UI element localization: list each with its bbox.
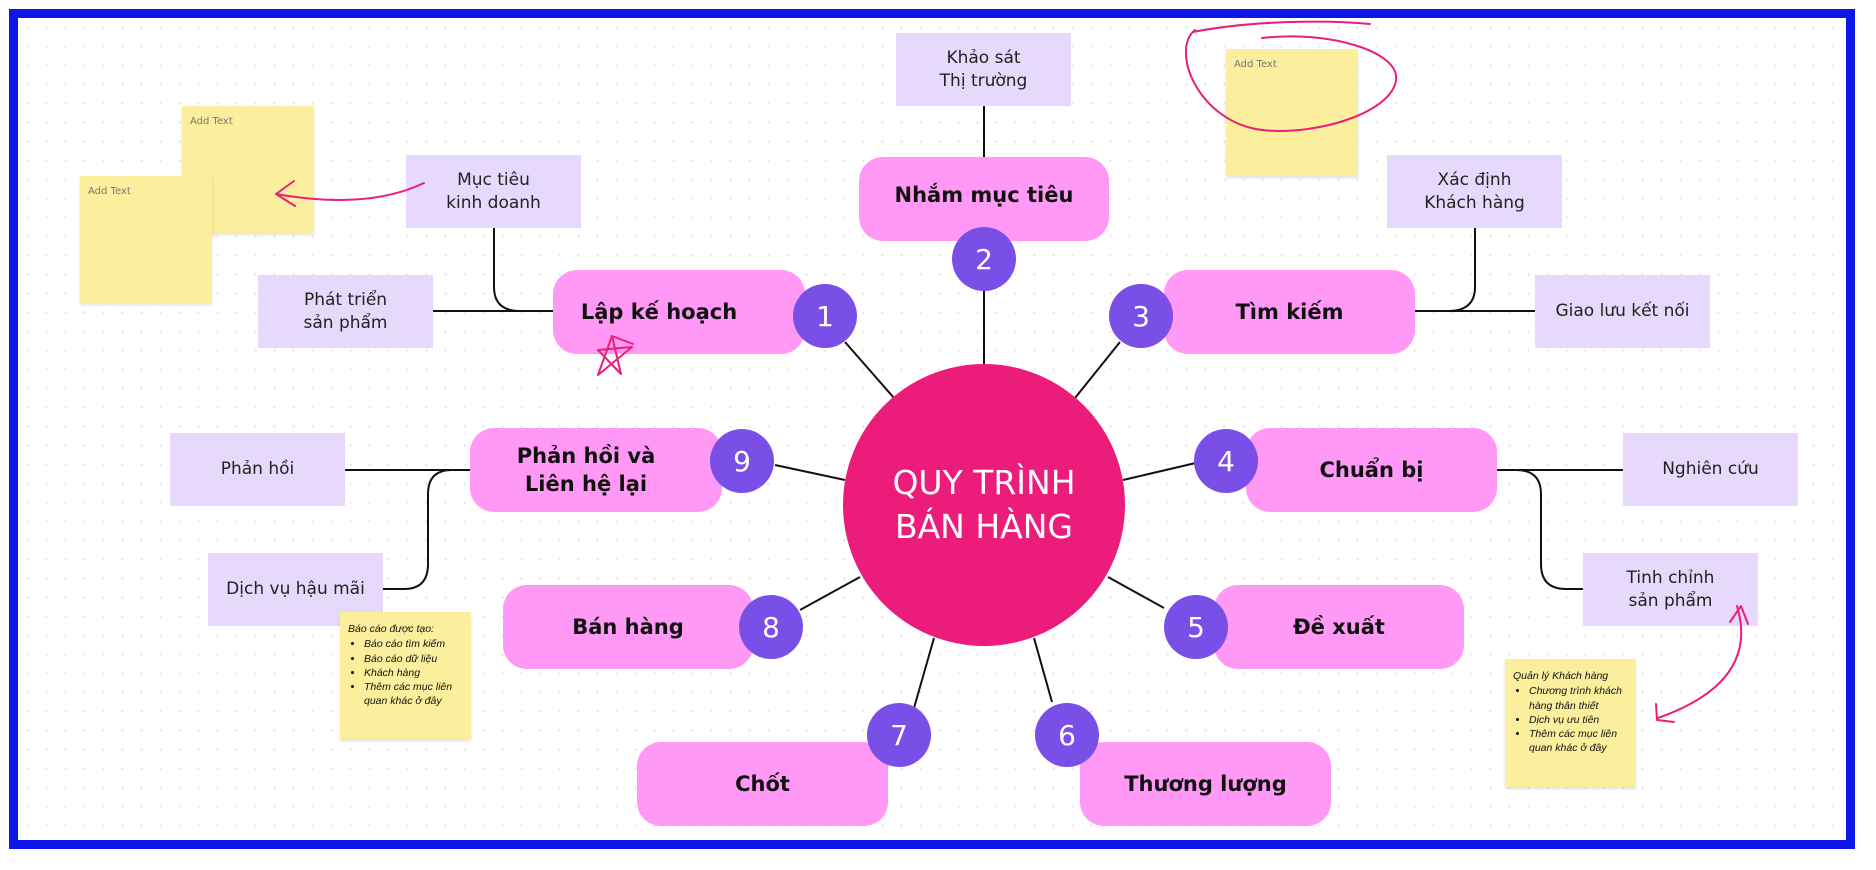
step-thuong-luong[interactable]: Thương lượng [1080,742,1331,826]
step-tim-kiem[interactable]: Tìm kiếm [1164,270,1415,354]
list-item: Thêm các mục liên quan khác ở đây [364,680,463,709]
badge-7: 7 [867,703,931,767]
badge-8: 8 [739,595,803,659]
step-chuan-bi[interactable]: Chuẩn bị [1246,428,1497,512]
step-lap-ke-hoach[interactable]: Lập kế hoạch [553,270,805,354]
badge-2: 2 [952,227,1016,291]
subtopic-phan-hoi[interactable]: Phản hồi [170,433,345,506]
report-list: Báo cáo tìm kiếm Báo cáo dữ liệu Khách h… [348,637,463,708]
list-item: Chương trình khách hàng thân thiết [1529,684,1628,713]
sticky-note-customer[interactable]: Quản lý Khách hàng Chương trình khách hà… [1505,659,1636,787]
list-item: Thêm các mục liên quan khác ở đây [1529,727,1628,756]
sticky-note-top-right[interactable]: Add Text [1226,49,1358,176]
list-item: Khách hàng [364,666,463,680]
step-chot[interactable]: Chốt [637,742,888,826]
badge-4: 4 [1194,429,1258,493]
sticky-note-top-left-front[interactable]: Add Text [80,176,212,303]
badge-5: 5 [1164,595,1228,659]
badge-9: 9 [710,429,774,493]
badge-3: 3 [1109,284,1173,348]
list-item: Dịch vụ ưu tiên [1529,713,1628,727]
list-item: Báo cáo tìm kiếm [364,637,463,651]
step-de-xuat[interactable]: Đề xuất [1214,585,1464,669]
subtopic-giao-luu[interactable]: Giao lưu kết nối [1535,275,1710,348]
badge-1: 1 [793,284,857,348]
list-item: Báo cáo dữ liệu [364,652,463,666]
step-ban-hang[interactable]: Bán hàng [503,585,753,669]
sticky-note-reports[interactable]: Báo cáo được tạo: Báo cáo tìm kiếm Báo c… [340,612,471,739]
subtopic-nghien-cuu[interactable]: Nghiên cứu [1623,433,1798,506]
customer-list: Chương trình khách hàng thân thiết Dịch … [1513,684,1628,755]
center-node[interactable]: QUY TRÌNH BÁN HÀNG [843,364,1125,646]
badge-6: 6 [1035,703,1099,767]
subtopic-dich-vu[interactable]: Dịch vụ hậu mãi [208,553,383,626]
